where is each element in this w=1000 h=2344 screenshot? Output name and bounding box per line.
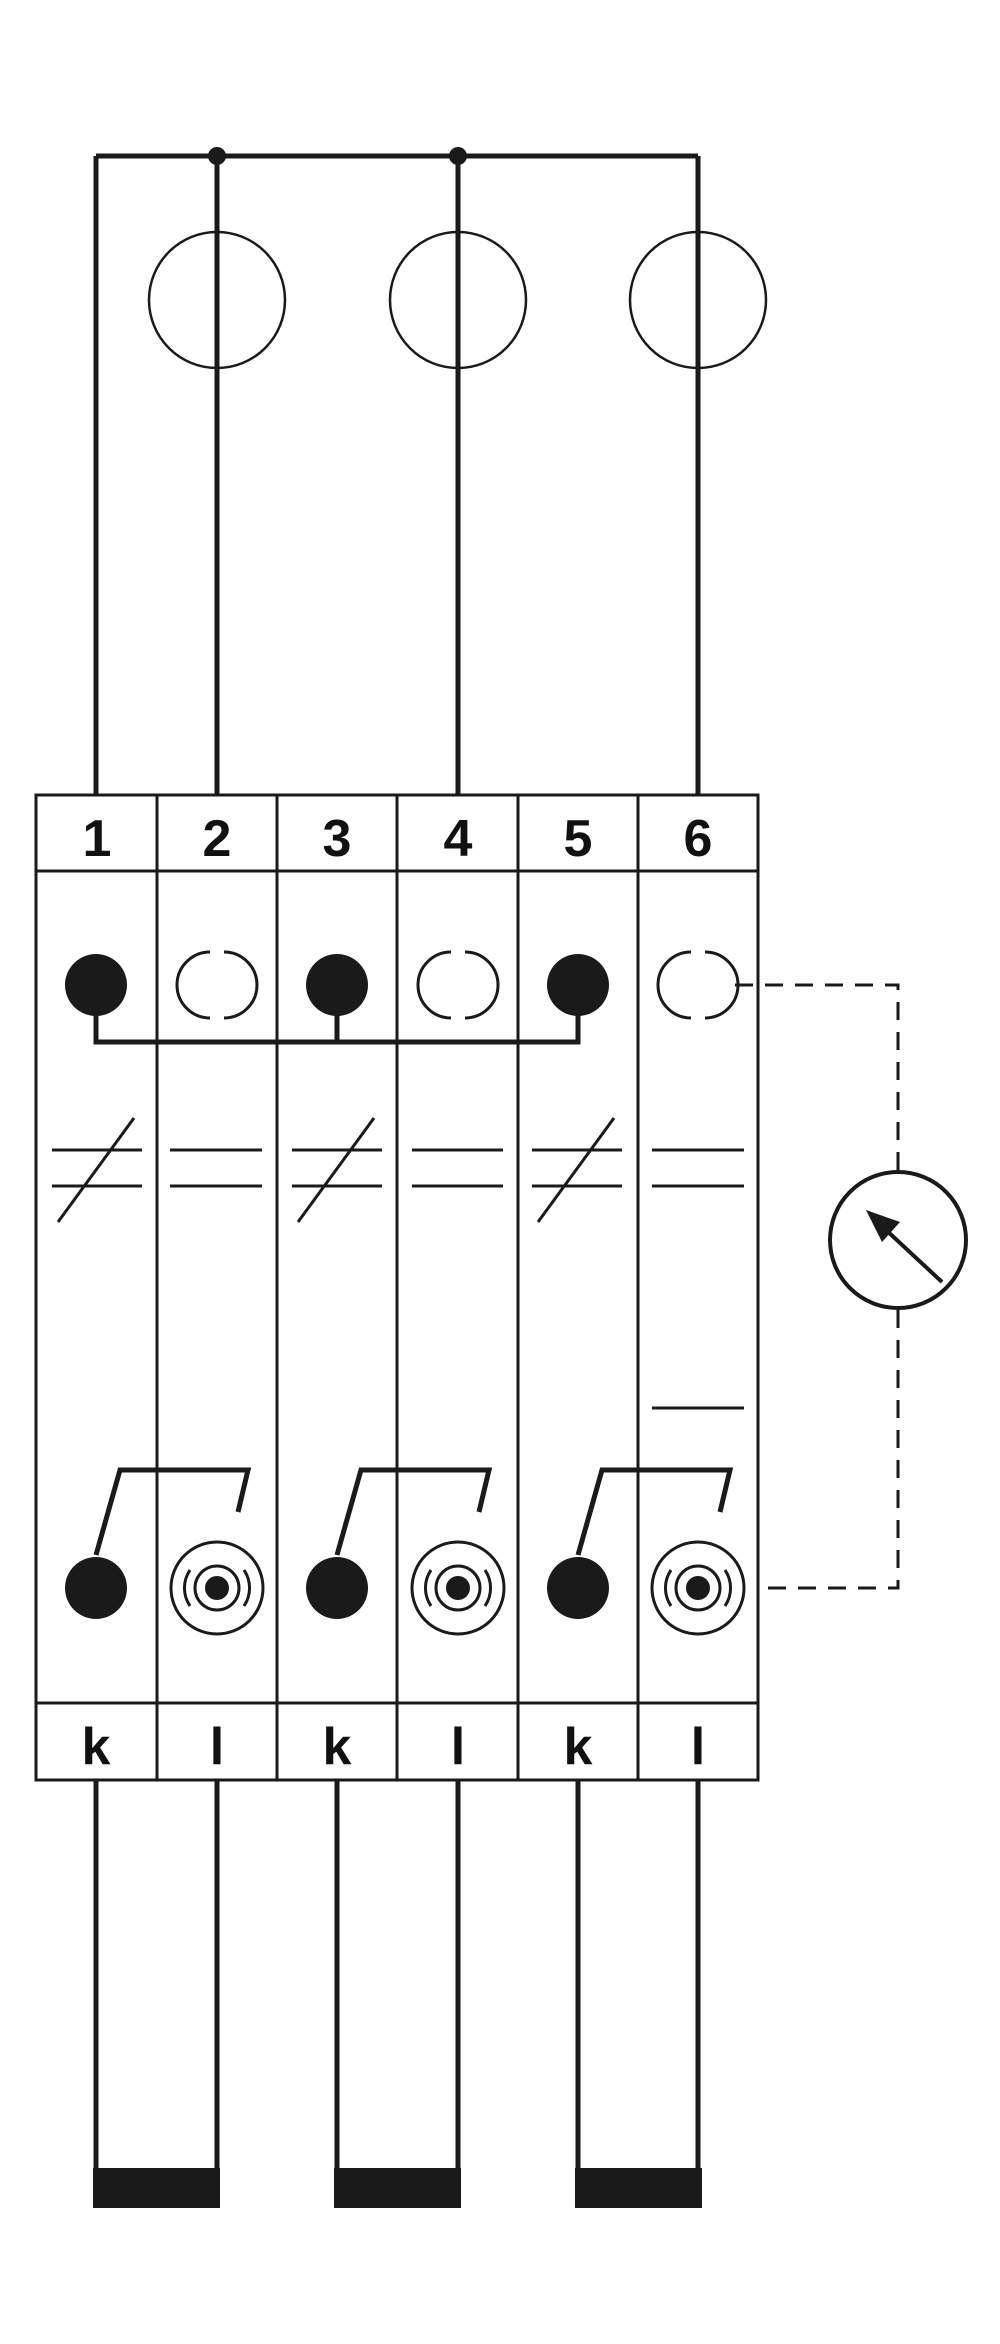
equal-icon-4: [412, 1148, 503, 1188]
sockets: [169, 1540, 746, 1636]
open-contact-icon-2: [175, 950, 259, 1020]
slashed-equal-icon-3: [292, 1117, 382, 1223]
shunt-bars: [93, 2168, 702, 2208]
filled-contact-icon-3: [306, 954, 368, 1016]
bottom-label-3: k: [323, 1718, 352, 1776]
filled-contact-icon-5: [547, 954, 609, 1016]
slashed-equal-icon-5: [532, 1117, 622, 1223]
terminal-block: [34, 793, 760, 1782]
bottom-label-2: l: [210, 1718, 224, 1776]
bottom-label-1: k: [82, 1718, 111, 1776]
terminal-number-1: 1: [83, 810, 112, 868]
middle-symbols: [52, 1117, 744, 1410]
open-contact-icon-6: [656, 950, 740, 1020]
terminal-number-6: 6: [684, 810, 713, 868]
switch-lever-icon-3: [334, 1467, 493, 1556]
shunt-bar-2: [334, 2168, 461, 2208]
bottom-label-4: l: [451, 1718, 465, 1776]
terminal-number-2: 2: [203, 810, 232, 868]
junction-dot-2: [208, 147, 226, 165]
meter-circuit: [735, 983, 900, 1590]
open-contact-icon-4: [416, 950, 500, 1020]
lower-filled-contacts: [65, 1557, 609, 1619]
terminal-numbers: 1 2 3 4 5 6: [83, 810, 713, 868]
socket-icon-2: [169, 1540, 265, 1636]
lower-filled-contact-icon-1: [65, 1557, 127, 1619]
contact-bridge: [93, 1012, 581, 1045]
lower-filled-contact-icon-3: [306, 1557, 368, 1619]
ring-icon-1: [147, 230, 287, 370]
terminal-number-5: 5: [564, 810, 593, 868]
terminal-number-3: 3: [323, 810, 352, 868]
ring-icon-2: [388, 230, 528, 370]
shunt-bar-1: [93, 2168, 220, 2208]
equal-icon-2: [170, 1148, 262, 1188]
switch-lever-icon-1: [93, 1467, 252, 1556]
bottom-label-5: k: [564, 1718, 593, 1776]
switch-levers: [93, 1467, 734, 1556]
bottom-wiring: [93, 1780, 701, 2170]
junction-dot-4: [449, 147, 467, 165]
shunt-bar-3: [575, 2168, 702, 2208]
open-contacts: [175, 950, 740, 1020]
lower-filled-contact-icon-5: [547, 1557, 609, 1619]
bottom-labels: k l k l k l: [82, 1718, 706, 1776]
slashed-equal-icon-1: [52, 1117, 142, 1223]
switch-lever-icon-5: [575, 1467, 734, 1556]
filled-contact-icon-1: [65, 954, 127, 1016]
ring-icon-3: [628, 230, 768, 370]
socket-icon-6: [650, 1540, 746, 1636]
top-wiring: [93, 153, 701, 795]
filled-contacts: [65, 954, 609, 1016]
equal-icon-6: [652, 1148, 744, 1188]
bottom-label-6: l: [691, 1718, 705, 1776]
top-rings: [147, 230, 768, 370]
terminal-number-4: 4: [444, 810, 473, 868]
meter-lead-bottom: [758, 1310, 900, 1590]
socket-icon-4: [410, 1540, 506, 1636]
meter-lead-top: [735, 983, 900, 1170]
meter-icon: [828, 1170, 968, 1310]
